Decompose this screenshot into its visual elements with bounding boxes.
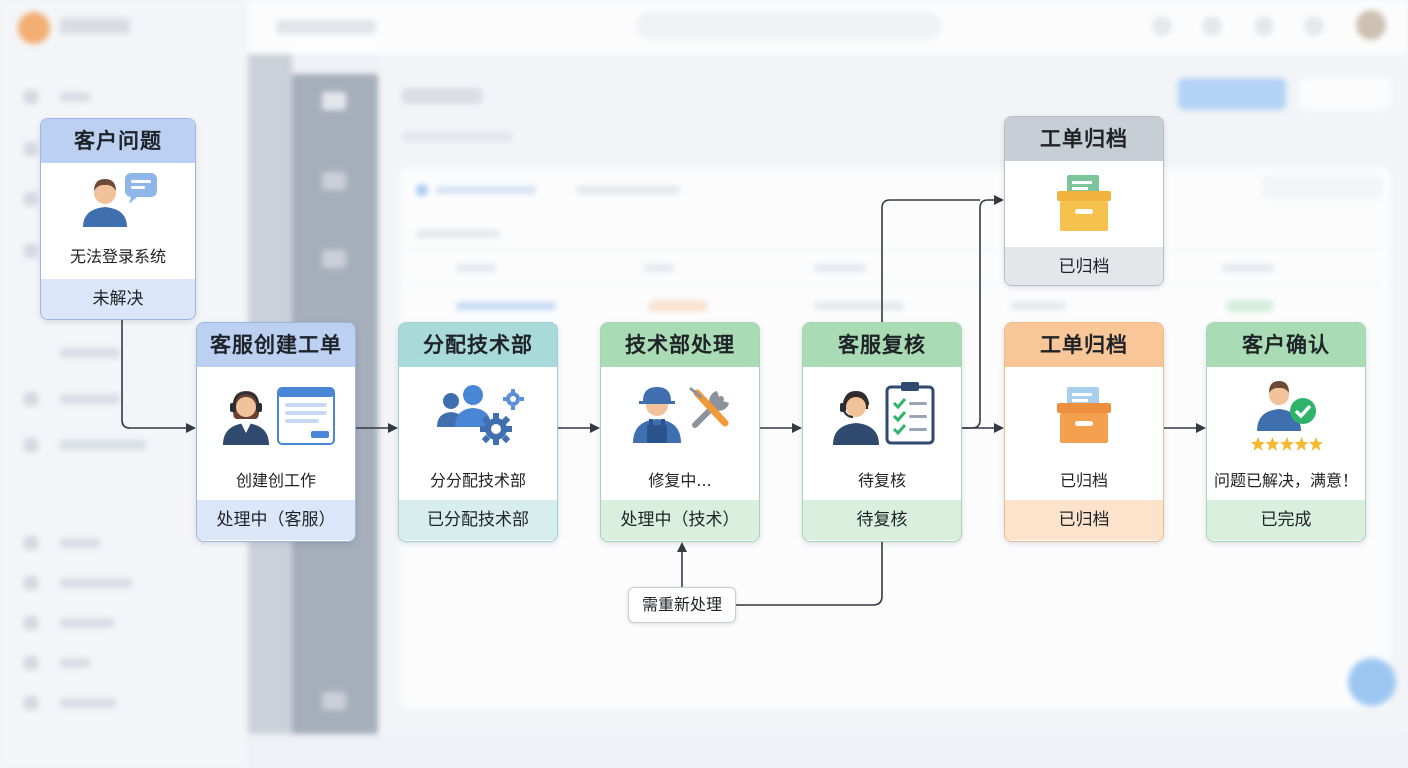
bg-sidebar-item [24, 536, 164, 550]
line-review-up [881, 199, 980, 322]
worker-icon [633, 387, 681, 443]
archive-box-icon [1057, 175, 1111, 231]
node-tech-process: 技术部处理 修复中... 处理中（技术） [600, 322, 760, 542]
node-description: 无法登录系统 [69, 247, 166, 266]
node-description: 分分配技术部 [429, 471, 526, 490]
bg-sidebar-item [24, 392, 164, 406]
node-status: 已归档 [1005, 500, 1163, 540]
node-status: 已完成 [1207, 500, 1365, 540]
bg-sidebar-item [24, 576, 164, 590]
node-description: 修复中... [648, 471, 712, 490]
bg-sidebar-item [24, 656, 164, 670]
node-status: 未解决 [41, 279, 195, 319]
bg-help-button [1348, 658, 1396, 706]
agent-headset-icon [223, 391, 269, 445]
arrow-review-to-archive-top [962, 195, 1004, 429]
node-status: 处理中（技术） [601, 500, 759, 540]
node-status: 待复核 [803, 500, 961, 540]
node-title: 客服创建工单 [197, 323, 355, 367]
bg-topbar [248, 0, 1408, 54]
node-title: 客服复核 [803, 323, 961, 367]
team-gears-icon [437, 385, 524, 445]
node-assign-tech: 分配技术部 分分配技术部 已分配技术 [398, 322, 558, 542]
bg-search-bar [636, 12, 942, 40]
person-chat-icon [83, 173, 157, 227]
node-description: 创建创工作 [235, 471, 316, 490]
node-description: 已归档 [1059, 471, 1108, 490]
node-archive-top: 工单归档 已归档 [1004, 116, 1164, 286]
node-title: 工单归档 [1005, 323, 1163, 367]
node-create-ticket: 客服创建工单 创建创工作 处理中（客服） [196, 322, 356, 542]
node-title: 工单归档 [1005, 117, 1163, 161]
node-status: 已分配技术部 [399, 500, 557, 540]
node-title: 技术部处理 [601, 323, 759, 367]
node-customer-issue: 客户问题 无法登录系统 未解决 [40, 118, 196, 320]
bg-sidebar-item [24, 346, 164, 360]
archive-box-icon [1057, 387, 1111, 443]
bg-sidebar-item [24, 696, 164, 710]
node-archive-mid: 工单归档 已归档 已归档 [1004, 322, 1164, 542]
bg-secondary-button [1300, 78, 1390, 110]
node-title: 分配技术部 [399, 323, 557, 367]
bg-sidebar-item [24, 90, 164, 104]
arrow-issue-to-create [121, 320, 196, 433]
node-description: 问题已解决，满意！ [1213, 471, 1358, 490]
bg-sidebar-item [24, 438, 164, 452]
bg-primary-button [1178, 78, 1286, 110]
rework-label: 需重新处理 [628, 587, 736, 623]
bg-logo-icon [18, 12, 50, 44]
node-cs-review: 客服复核 待复核 待复核 [802, 322, 962, 542]
node-status: 已归档 [1005, 247, 1163, 285]
form-window-icon [277, 387, 335, 445]
star-rating-icon [1251, 437, 1323, 451]
node-customer-confirm: 客户确认 问题已解决，满意！ 已完成 [1206, 322, 1366, 542]
node-description: 待复核 [857, 471, 906, 490]
wrench-screwdriver-icon [689, 387, 729, 428]
node-title: 客户确认 [1207, 323, 1365, 367]
bg-avatar [1356, 10, 1386, 40]
agent-headset-icon [833, 391, 879, 445]
checklist-icon [885, 382, 935, 445]
bg-sidebar-item [24, 616, 164, 630]
approved-user-icon [1257, 381, 1316, 431]
node-status: 处理中（客服） [197, 500, 355, 540]
node-title: 客户问题 [41, 119, 195, 163]
line-review-to-loop [736, 542, 883, 606]
